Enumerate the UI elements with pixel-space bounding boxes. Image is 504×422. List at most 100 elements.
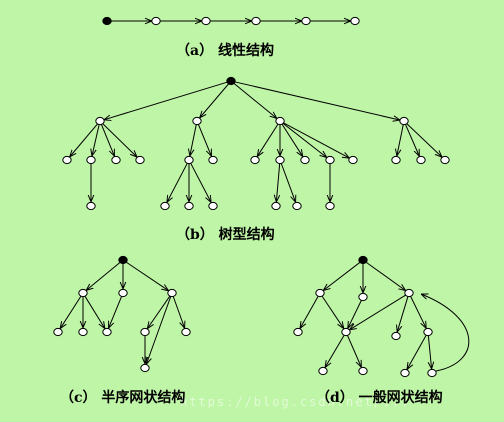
tree-edge-a-a1: [70, 123, 99, 157]
tree-edge-a-a2: [92, 124, 100, 156]
tree-edge-d-d3: [406, 123, 442, 157]
partial-order-edge-a-a3: [84, 295, 105, 328]
general-network-node-b: [358, 292, 368, 302]
tree-edge-c2-c2a: [276, 163, 279, 202]
general-network-edge-c2-c2b: [428, 335, 431, 369]
general-network-node-m1: [318, 366, 328, 376]
tree-edge-b-b1: [190, 124, 197, 156]
tree-node-c4: [325, 155, 335, 165]
partial-order-node-c3: [181, 327, 191, 337]
tree-node-a1: [62, 155, 72, 165]
general-network-node-c2: [423, 327, 433, 337]
tree-edge-b1-b1a: [167, 162, 188, 202]
tree-node-d: [399, 116, 409, 126]
partial-order-edge-a-a1: [60, 295, 82, 329]
tree-node-b2: [208, 155, 218, 165]
partial-order-node-r: [118, 255, 128, 265]
partial-order-node-c: [167, 288, 177, 298]
tree-edge-r-a: [104, 81, 228, 120]
general-network-edge-c2-c2a: [407, 334, 427, 369]
tree-edge-r-c: [233, 82, 277, 118]
tree-edge-d-d2: [404, 124, 419, 156]
linear-node-n5: [350, 16, 360, 26]
tree-edge-b-b2: [197, 124, 211, 156]
general-network-edge-c-m: [349, 294, 407, 330]
general-network-edge-a-a1: [300, 295, 319, 328]
tree-node-b1b: [184, 201, 194, 211]
partial-order-edge-r-c: [125, 261, 169, 291]
tree-node-d1: [391, 155, 401, 165]
tree-node-a: [95, 116, 105, 126]
watermark: https://blog.csdn.net/...: [180, 395, 411, 409]
partial-order-node-a2: [78, 327, 88, 337]
general-network-node-m2: [358, 366, 368, 376]
partial-order-node-m: [140, 363, 150, 373]
general-network-node-m: [341, 327, 351, 337]
tree-node-c3: [300, 155, 310, 165]
general-network-node-c1: [391, 331, 401, 341]
tree-node-a4: [135, 155, 145, 165]
tree-node-b1a: [160, 201, 170, 211]
caption-partial-order-network: （c） 半序网状结构: [60, 390, 186, 406]
partial-order-edge-c-c3: [172, 296, 184, 328]
tree-edge-a-a4: [102, 123, 137, 158]
general-network-node-a1: [293, 327, 303, 337]
tree-edge-c-c4: [282, 122, 327, 157]
linear-node-n3: [251, 16, 261, 26]
general-network-edge-m-m2: [346, 335, 361, 367]
general-network-node-a: [315, 288, 325, 298]
tree-node-b: [192, 116, 202, 126]
tree-node-c2a: [271, 201, 281, 211]
partial-order-node-a3: [102, 327, 112, 337]
tree-edge-b1-b1c: [190, 162, 211, 202]
partial-order-node-a: [78, 288, 88, 298]
general-network-node-r: [358, 255, 368, 265]
tree-node-c5: [348, 155, 358, 165]
tree-edge-r-d: [234, 81, 400, 120]
linear-node-n1: [151, 16, 161, 26]
general-network-edge-m-m1: [325, 334, 345, 367]
partial-order-edge-c-c1: [147, 295, 171, 329]
tree-node-a2: [86, 155, 96, 165]
caption-general-network: （d） 一般网状结构: [316, 390, 443, 406]
tree-edge-c-c1: [257, 123, 279, 157]
tree-edge-c-c5: [282, 122, 349, 158]
tree-node-b1c: [208, 201, 218, 211]
general-network-node-c: [404, 288, 414, 298]
tree-node-c1: [250, 155, 260, 165]
partial-order-edge-c-m: [146, 296, 172, 364]
tree-node-c4a: [325, 201, 335, 211]
tree-edge-c-c3: [281, 123, 303, 157]
tree-edge-a-a3: [100, 124, 114, 156]
tree-node-c: [275, 116, 285, 126]
general-network-edge-c-c2: [410, 296, 427, 328]
general-network-node-c2b: [427, 368, 437, 378]
tree-node-a2x: [86, 201, 96, 211]
general-network-edge-r-a: [323, 261, 361, 290]
linear-node-n4: [301, 16, 311, 26]
general-network-edge-r-c: [365, 261, 406, 291]
general-network-edge-back-c2b-c: [421, 294, 470, 372]
tree-node-d3: [440, 155, 450, 165]
tree-node-r: [226, 76, 236, 86]
linear-node-n2: [201, 16, 211, 26]
partial-order-edge-r-a: [86, 261, 121, 290]
tree-node-a3: [111, 155, 121, 165]
caption-linear-structure: （a） 线性结构: [176, 43, 274, 59]
general-network-node-c2a: [400, 368, 410, 378]
tree-node-c2b: [292, 201, 302, 211]
tree-edge-r-b: [200, 83, 230, 118]
tree-node-d2: [416, 155, 426, 165]
tree-edge-d-d1: [397, 124, 404, 156]
partial-order-node-b: [118, 288, 128, 298]
linear-node-n0: [102, 16, 112, 26]
tree-edge-c2-c2b: [280, 163, 295, 202]
partial-order-node-c1: [140, 327, 150, 337]
partial-order-node-a1: [53, 327, 63, 337]
caption-tree-structure: （b） 树型结构: [176, 227, 275, 243]
tree-node-b1: [184, 155, 194, 165]
tree-node-c2: [275, 155, 285, 165]
partial-order-edge-b-a3: [109, 296, 123, 328]
